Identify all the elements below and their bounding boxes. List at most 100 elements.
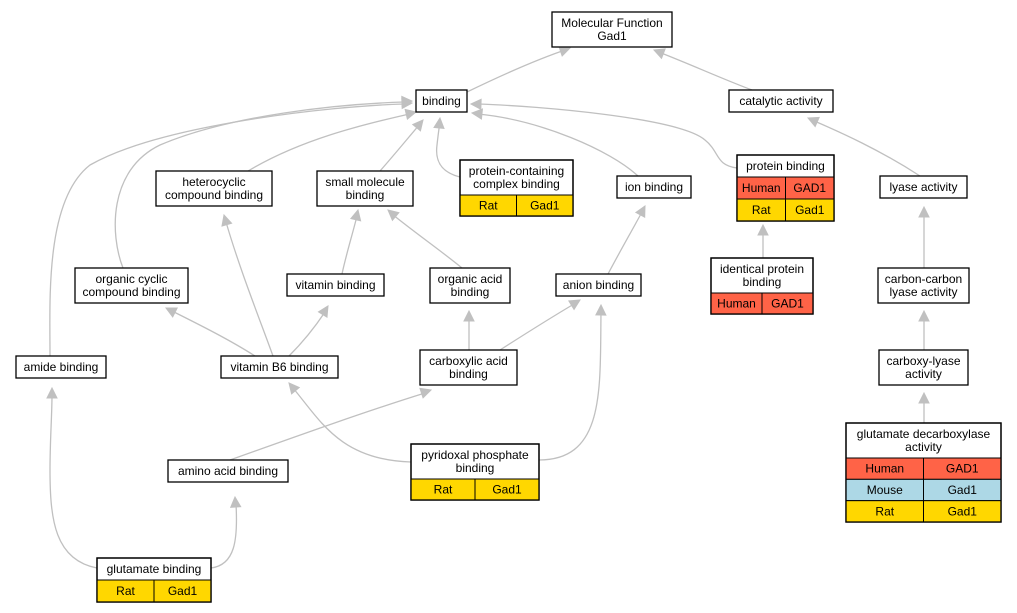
arrowhead [918,309,930,322]
gene-label: GAD1 [793,181,826,195]
edge-line [435,121,461,178]
edge-line [292,387,412,463]
edge-line [49,103,405,357]
node-label-line: vitamin B6 binding [230,360,328,374]
node-label-line: protein binding [746,159,825,173]
arrowhead [404,108,418,121]
node-box [155,170,273,207]
node-outline [96,557,212,603]
node-label-line: Gad1 [597,29,627,43]
edge-line [607,211,643,275]
node-binding[interactable]: binding [415,89,468,113]
node-outline [736,154,835,222]
node-lyase[interactable]: lyase activity [879,175,968,199]
node-label-line: carbon-carbon [885,272,962,286]
arrowhead [419,387,433,399]
species-label: Rat [875,504,894,518]
node-ion[interactable]: ion binding [616,175,692,199]
arrowhead [806,116,820,128]
edge-line [477,113,639,177]
edge-catalytic-to-root [652,48,753,91]
node-label-line: small molecule [325,175,405,189]
species-label: Rat [116,584,135,598]
arrowhead [918,205,930,218]
edge-small-molecule-to-binding [379,119,424,172]
edge-glutamate-to-amide [46,386,98,569]
species-label: Human [717,297,756,311]
edge-line [499,303,575,351]
edge-amide-to-binding [49,97,414,357]
node-box [877,267,970,304]
arrowhead [634,205,646,218]
edge-vitamin-b6-to-organic-cyclic [165,307,256,357]
node-label-line: heterocyclic [182,175,245,189]
node-vitamin[interactable]: vitamin binding [286,273,385,297]
edge-glutamate-to-amino-acid [210,495,242,569]
node-label-line: activity [905,440,942,454]
node-box [616,175,692,199]
node-label-line: binding [743,275,782,289]
arrowhead [595,303,607,316]
arrowhead [470,108,484,120]
edge-lyase-to-catalytic [806,116,921,177]
edge-line [114,101,405,269]
node-label-line: lyase activity [889,285,957,299]
node-label-line: activity [905,367,942,381]
arrowhead [463,309,475,322]
edge-carboxy-lyase-to-carbon-carbon [918,309,930,350]
node-label-line: Molecular Function [561,16,662,30]
node-label-line: organic cyclic [95,272,167,286]
gene-label: Gad1 [492,483,522,497]
node-outline [459,159,574,217]
edge-line [538,311,602,461]
node-label-line: glutamate binding [107,562,202,576]
edge-carbon-carbon-to-lyase [918,205,930,268]
species-label: Human [865,462,904,476]
edge-line [171,310,256,357]
node-amide[interactable]: amide binding [15,355,107,379]
node-catalytic[interactable]: catalytic activity [728,89,834,113]
node-label-line: binding [346,188,385,202]
node-box [728,89,834,113]
node-box [74,267,189,304]
arrowhead [387,209,400,222]
species-label: Mouse [867,483,903,497]
arrowhead [401,97,414,110]
edge-line [49,394,98,569]
node-box [415,89,468,113]
gene-label: Gad1 [795,203,825,217]
arrowhead [757,223,769,236]
edge-carboxylic-to-organic-acid [463,309,475,350]
gene-label: Gad1 [948,504,978,518]
node-vitamin-b6[interactable]: vitamin B6 binding [220,355,339,379]
node-amino-acid[interactable]: amino acid binding [167,459,289,483]
node-anion[interactable]: anion binding [555,273,642,297]
node-label-line: binding [422,94,461,108]
edge-line [655,50,753,91]
species-label: Human [742,181,781,195]
edge-line [229,392,426,461]
gene-label: GAD1 [771,297,804,311]
gene-label: Gad1 [530,199,560,213]
arrowhead [349,208,362,222]
edge-line [288,311,326,357]
arrowhead [918,391,930,404]
node-box [879,175,968,199]
arrowhead [165,307,178,318]
arrowhead [568,299,581,311]
